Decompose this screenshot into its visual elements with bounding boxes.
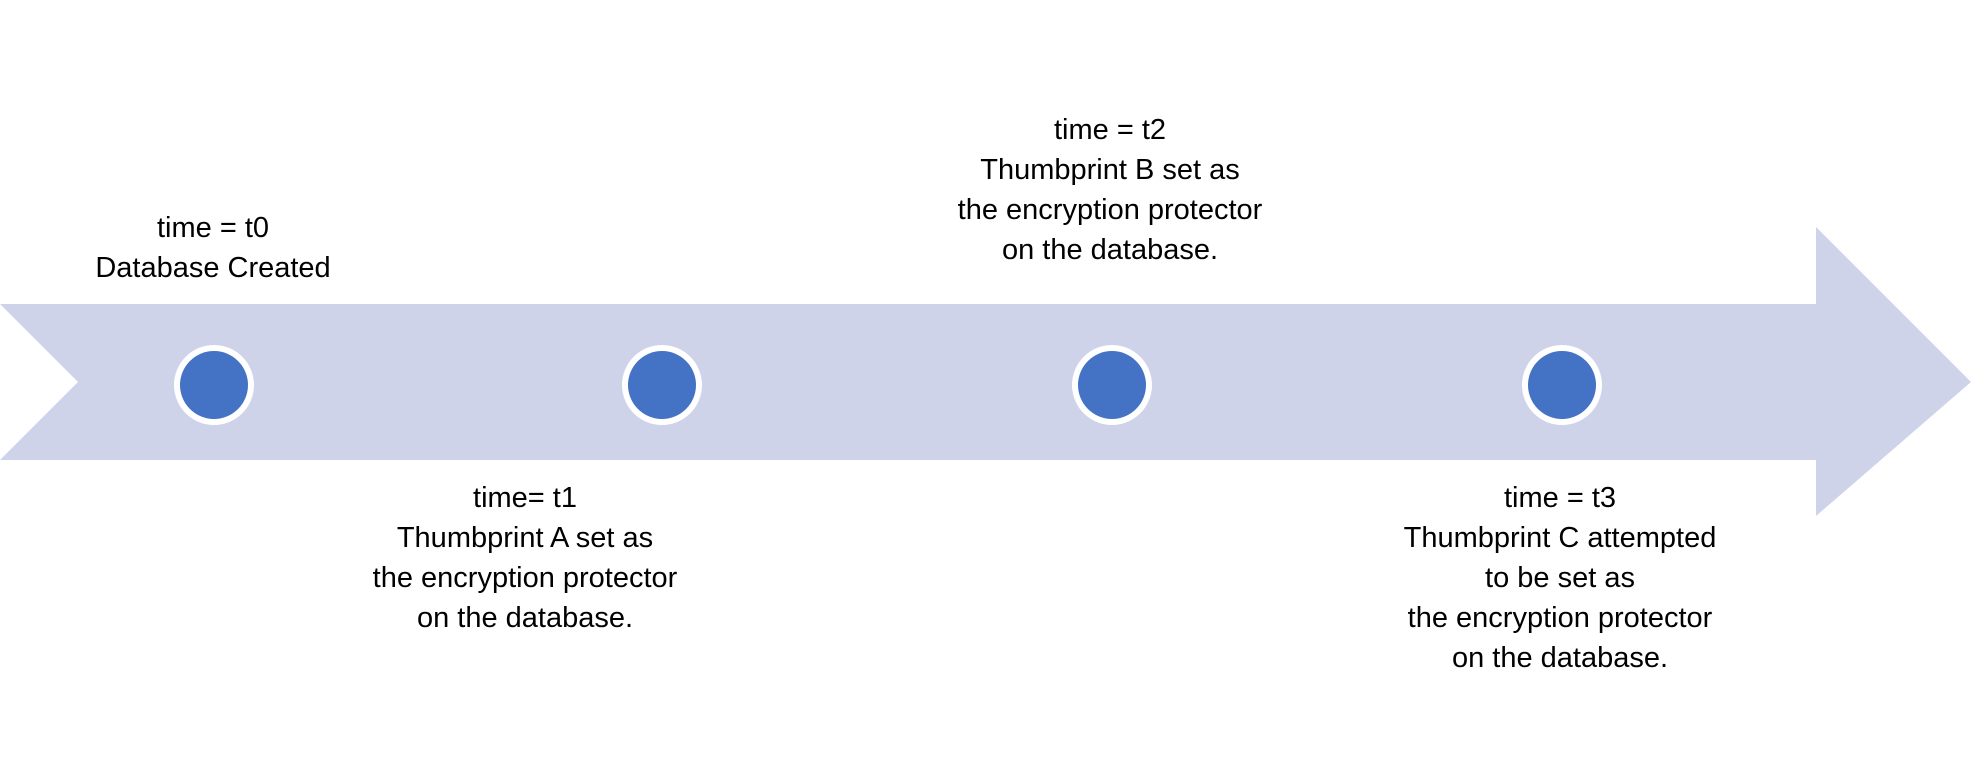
event-label-t2: time = t2 Thumbprint B set as the encryp… xyxy=(860,110,1360,270)
timeline-marker-dot xyxy=(1528,351,1596,419)
event-label-line: the encryption protector xyxy=(1407,602,1713,634)
timeline-marker-t3[interactable] xyxy=(1522,345,1602,425)
event-label-line: the encryption protector xyxy=(957,194,1263,226)
event-label-line: to be set as xyxy=(1485,562,1635,594)
event-label-t3: time = t3 Thumbprint C attempted to be s… xyxy=(1310,478,1810,678)
event-label-line: time = t2 xyxy=(1053,114,1167,146)
timeline-marker-dot xyxy=(180,351,248,419)
event-label-t0: time = t0 Database Created xyxy=(13,208,413,288)
event-label-line: Thumbprint C attempted xyxy=(1403,522,1717,554)
event-label-line: time = t3 xyxy=(1503,482,1617,514)
timeline-marker-dot xyxy=(1078,351,1146,419)
timeline-marker-t0[interactable] xyxy=(174,345,254,425)
event-label-line: Thumbprint A set as xyxy=(396,522,654,554)
timeline-marker-t2[interactable] xyxy=(1072,345,1152,425)
event-label-line: time = t0 xyxy=(156,212,270,244)
event-label-line: on the database. xyxy=(1451,642,1669,674)
event-label-line: the encryption protector xyxy=(372,562,678,594)
timeline-marker-dot xyxy=(628,351,696,419)
event-label-line: on the database. xyxy=(416,602,634,634)
event-label-line: time= t1 xyxy=(473,482,577,514)
event-label-t1: time= t1 Thumbprint A set as the encrypt… xyxy=(275,478,775,638)
event-label-line: Thumbprint B set as xyxy=(980,154,1240,186)
event-label-line: on the database. xyxy=(1001,234,1219,266)
timeline-marker-t1[interactable] xyxy=(622,345,702,425)
event-label-line: Database Created xyxy=(95,252,331,284)
